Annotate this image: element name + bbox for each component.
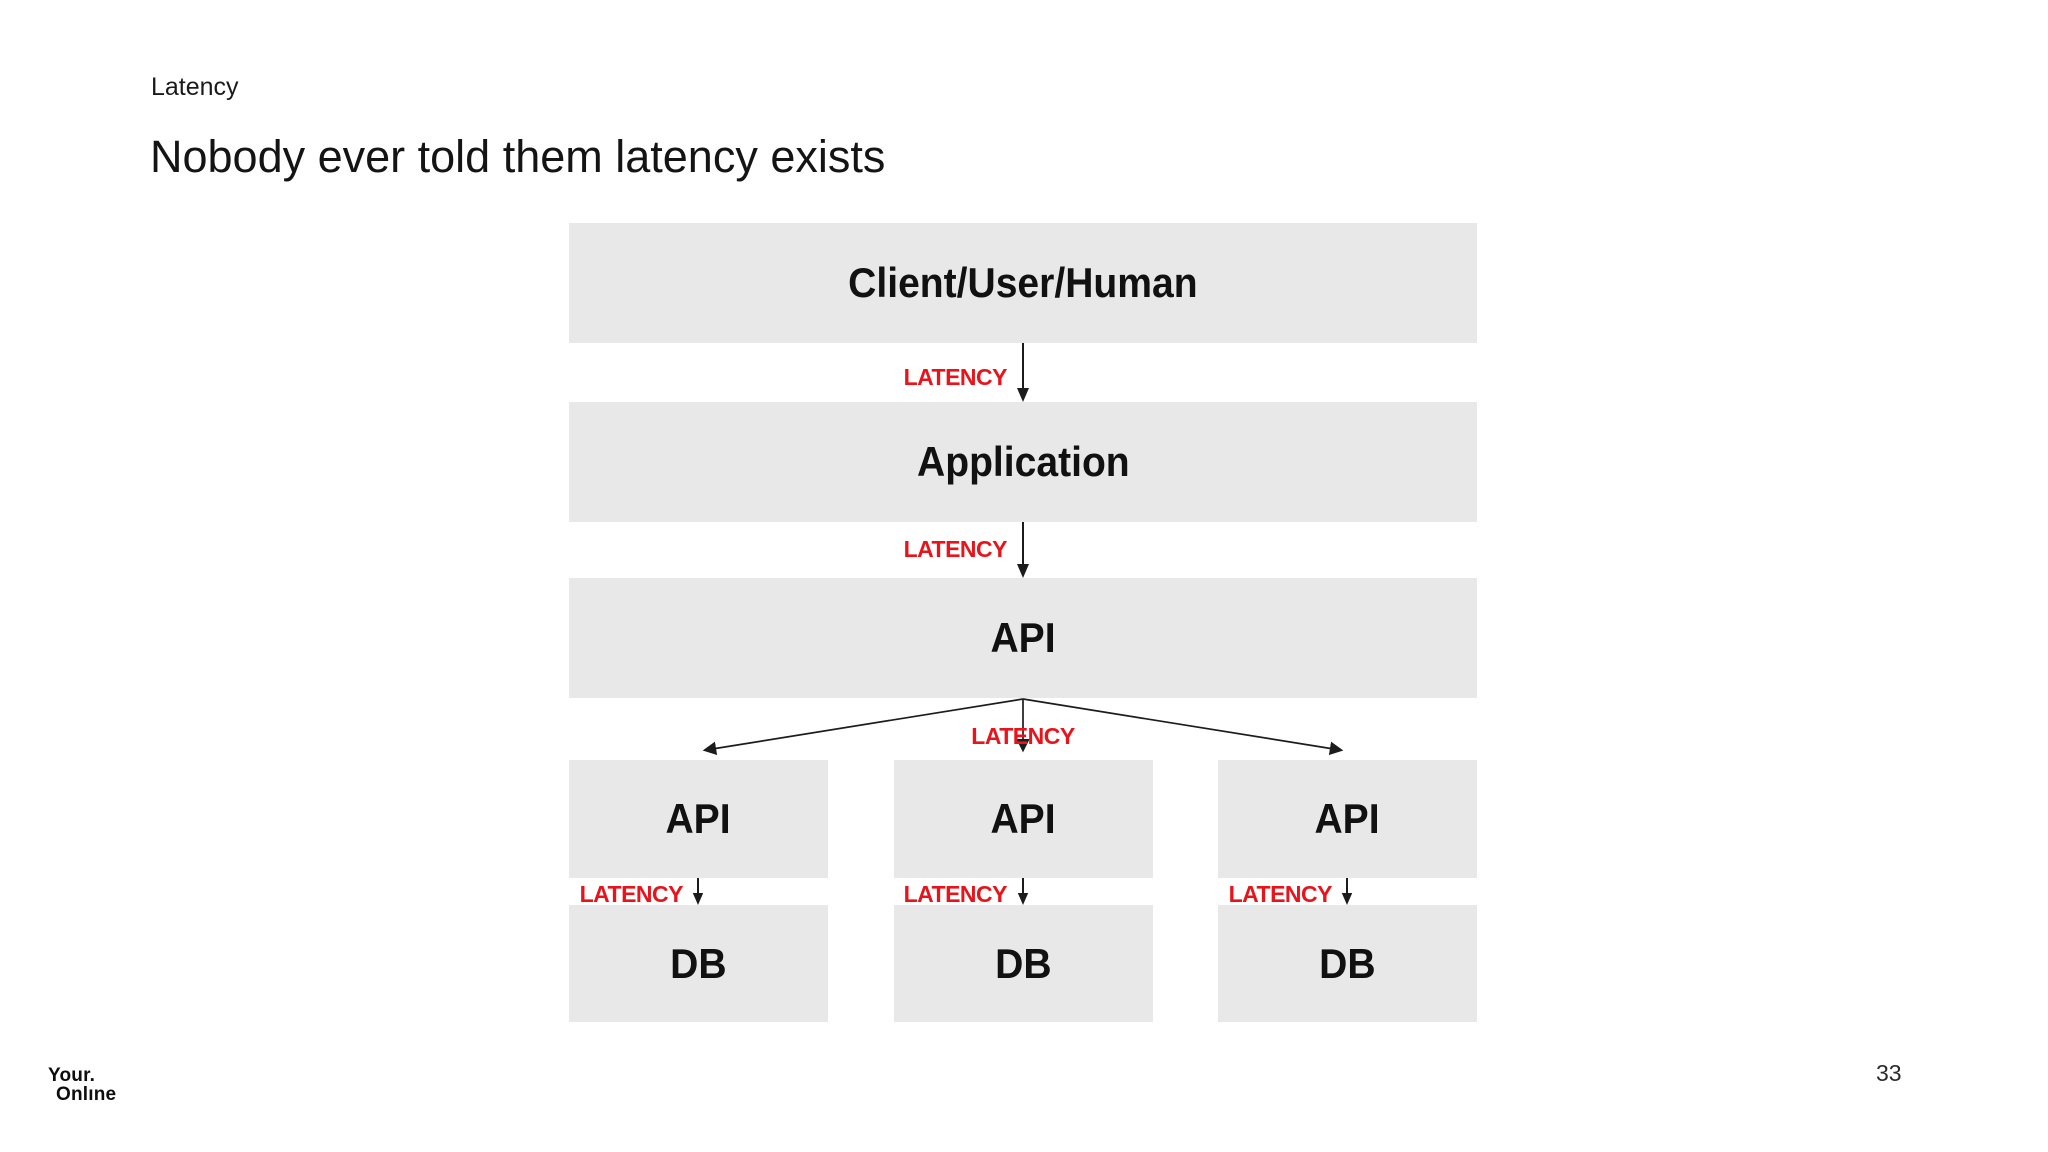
latency-label-api-fanout: LATENCY	[971, 723, 1075, 749]
box-client-user-human: Client/User/Human	[569, 223, 1477, 343]
box-application: Application	[569, 402, 1477, 522]
arrow-down-icon	[1017, 878, 1029, 905]
box-api-2-label: API	[990, 795, 1057, 842]
box-api-gateway: API	[569, 578, 1477, 698]
slide-eyebrow: Latency	[151, 73, 239, 101]
arrow-down-icon	[1341, 878, 1353, 905]
arrow-down-icon	[692, 878, 704, 905]
arrow-down-icon	[1017, 522, 1029, 578]
box-db-3-label: DB	[1319, 939, 1376, 987]
arrow-down-icon	[1017, 343, 1029, 402]
latency-label-client-application: LATENCY	[903, 364, 1008, 390]
box-db-2-label: DB	[995, 939, 1052, 987]
page-title: Nobody ever told them latency exists	[150, 131, 886, 182]
box-api-1: API	[569, 760, 828, 878]
box-api-2: API	[894, 760, 1153, 878]
latency-diagram: Client/User/Human Application API LATENC…	[569, 223, 1477, 1022]
box-client-label: Client/User/Human	[848, 259, 1198, 306]
logo-line-2: Onlıne	[56, 1084, 117, 1105]
latency-label-api3-db3: LATENCY	[1228, 881, 1333, 907]
branch-arrows	[702, 698, 1344, 756]
latency-label-api1-db1: LATENCY	[579, 881, 684, 907]
box-api-3: API	[1218, 760, 1477, 878]
box-db-1-label: DB	[670, 939, 727, 987]
box-db-2: DB	[894, 905, 1153, 1022]
box-api-gateway-label: API	[990, 614, 1056, 661]
page-number: 33	[1876, 1060, 1902, 1086]
box-application-label: Application	[916, 438, 1130, 485]
box-db-3: DB	[1218, 905, 1477, 1022]
box-api-3-label: API	[1314, 795, 1381, 842]
logo-line-1: Your.	[48, 1065, 96, 1086]
latency-label-application-api: LATENCY	[903, 536, 1008, 562]
latency-label-api2-db2: LATENCY	[903, 881, 1008, 907]
box-api-1-label: API	[665, 795, 732, 842]
box-db-1: DB	[569, 905, 828, 1022]
brand-logo: Your. Onlıne	[48, 1066, 116, 1104]
